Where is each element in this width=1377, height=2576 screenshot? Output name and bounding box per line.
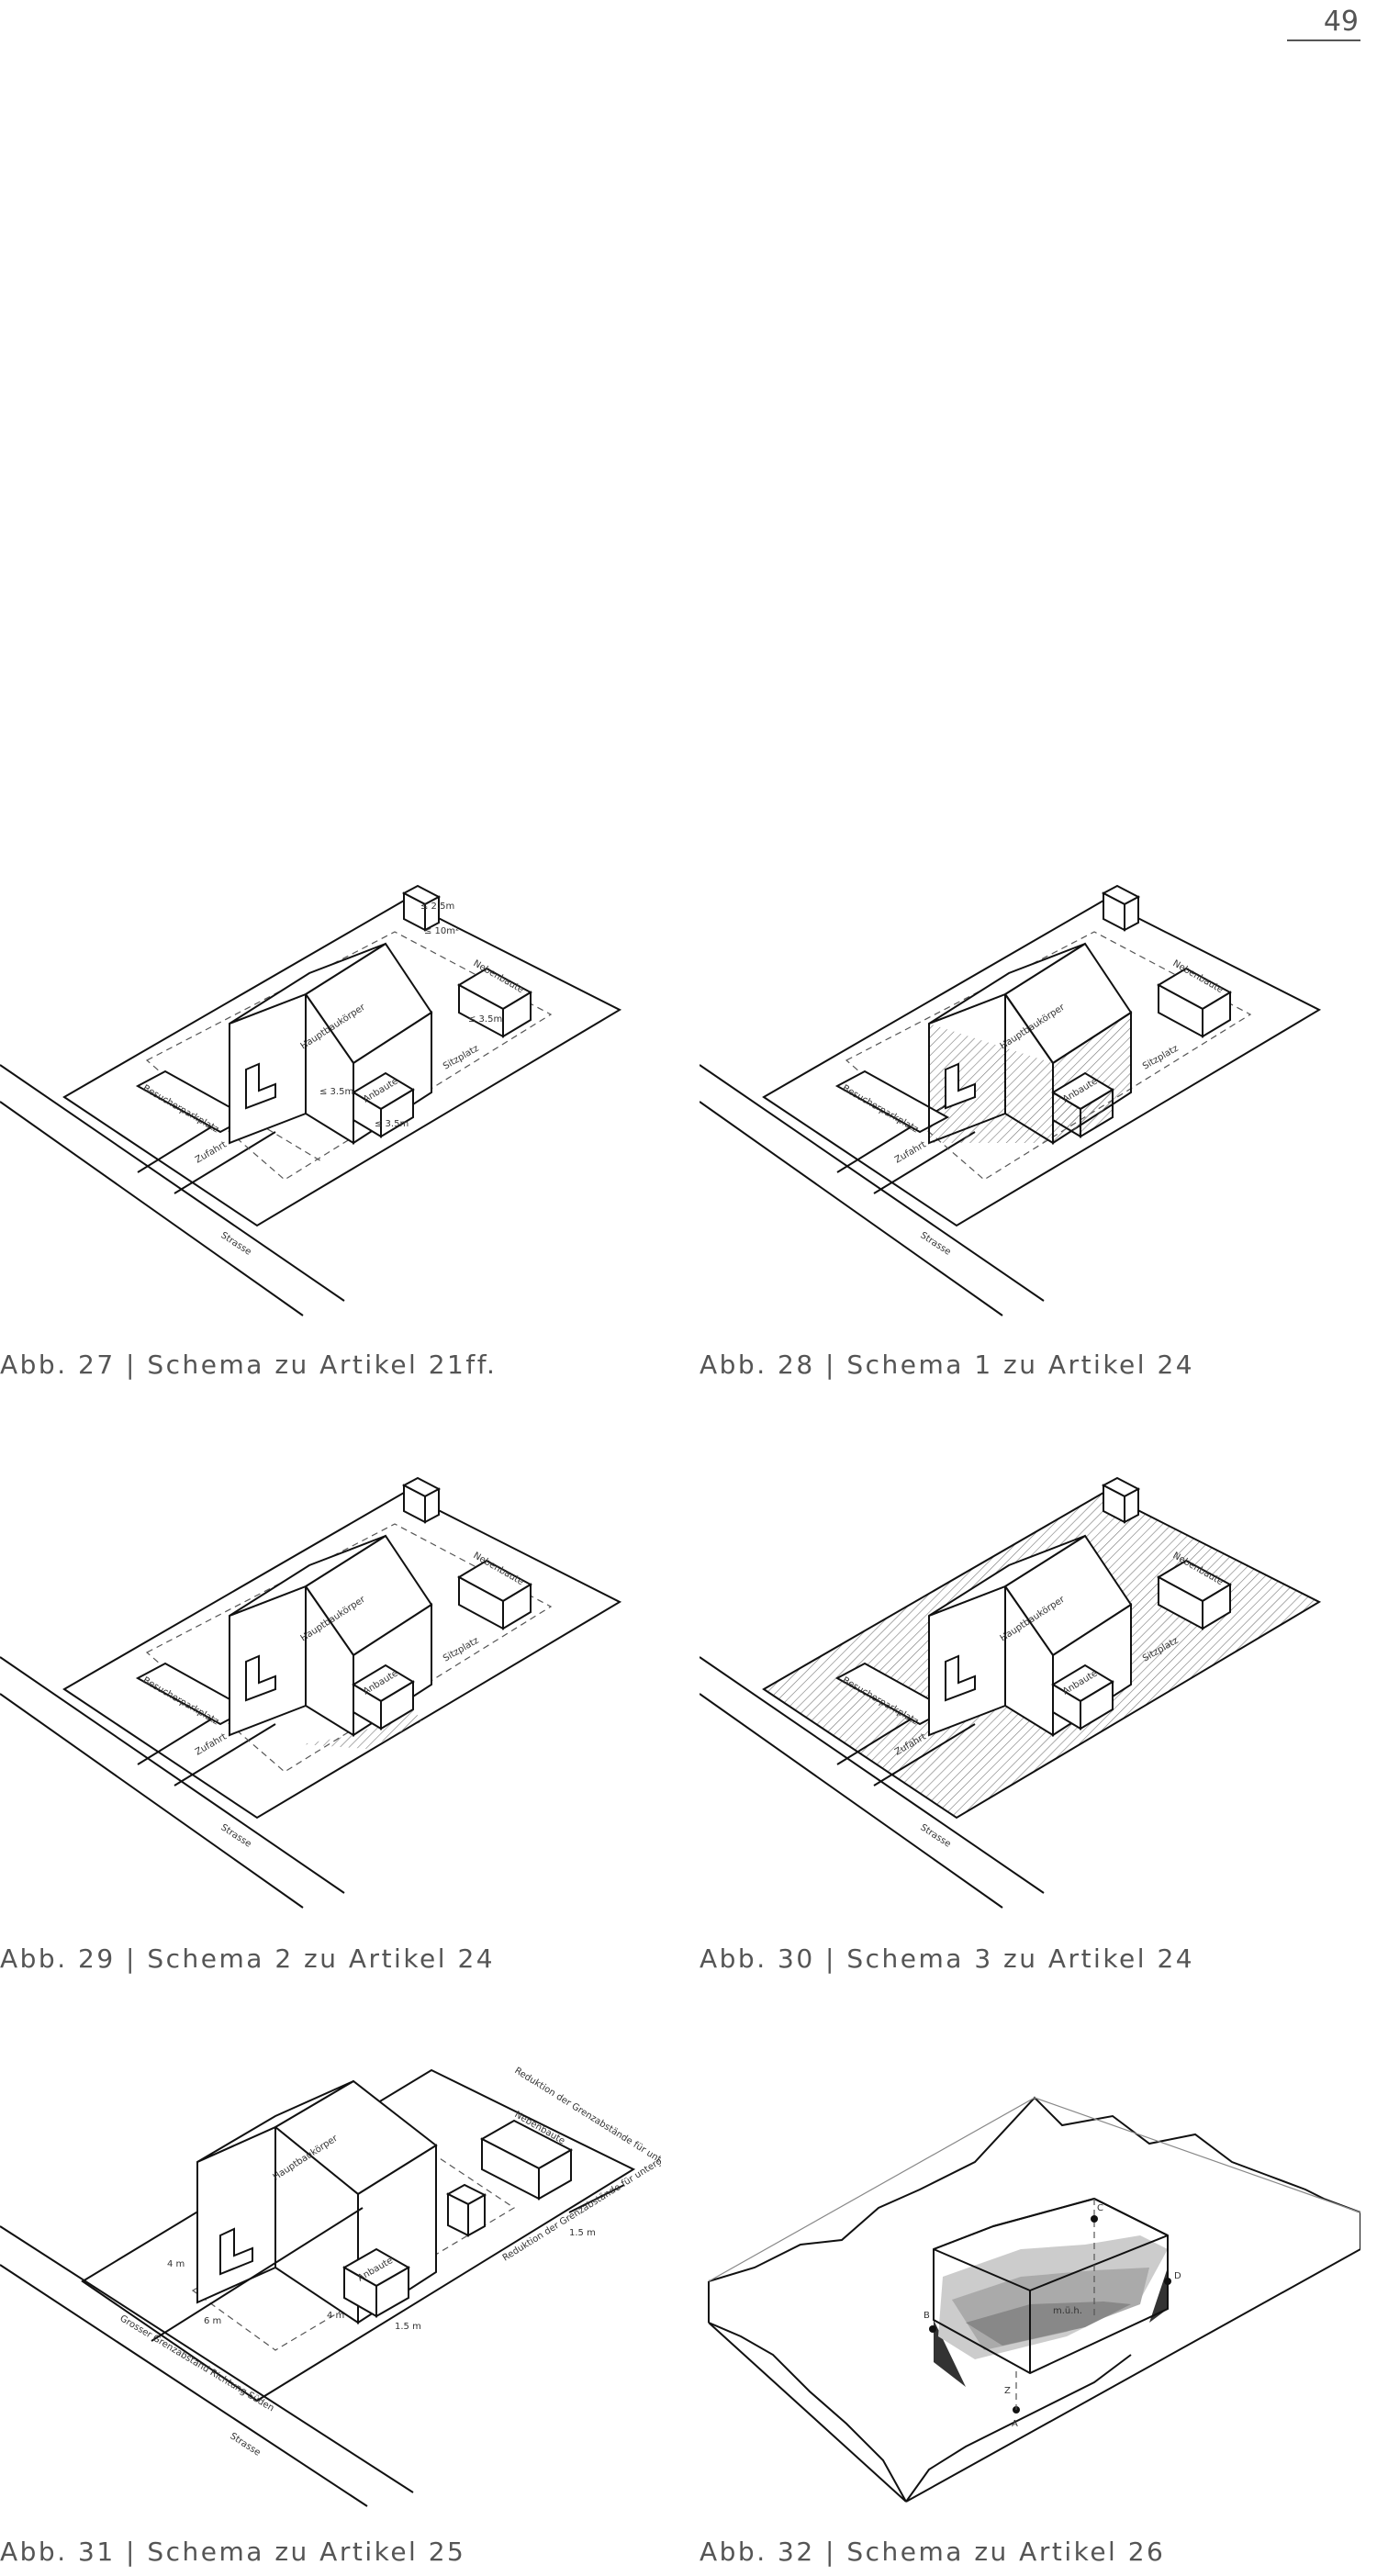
label-sitzplatz: Sitzplatz [442, 1636, 481, 1664]
label-dim-c: ≤ 3.5m [468, 1014, 502, 1025]
label-zufahrt: Zufahrt [194, 1731, 229, 1757]
figure-31: Hauptbaukörper Anbaute Nebenbaute Strass… [0, 2061, 661, 2548]
figure-27-drawing: Hauptbaukörper Anbaute Nebenbaute Sitzpl… [0, 884, 622, 1316]
label-point-d: D [1174, 2271, 1181, 2281]
figure-32: B C D A Z m.ü.h. [700, 2061, 1360, 2548]
label-zufahrt: Zufahrt [194, 1139, 229, 1165]
caption-figure-31: Abb. 31 | Schema zu Artikel 25 [0, 2537, 466, 2567]
figure-29: Hauptbaukörper Anbaute Nebenbaute Sitzpl… [0, 1469, 661, 1955]
caption-figure-30: Abb. 30 | Schema 3 zu Artikel 24 [700, 1943, 1195, 1974]
label-sitzplatz: Sitzplatz [1141, 1044, 1181, 1072]
label-point-a: A [1012, 2419, 1018, 2429]
figure-30-drawing: Hauptbaukörper Anbaute Nebenbaute Sitzpl… [700, 1476, 1322, 1909]
label-dim-e: ≤ 10m² [424, 926, 459, 936]
label-point-c: C [1097, 2203, 1103, 2213]
figure-27: Hauptbaukörper Anbaute Nebenbaute Sitzpl… [0, 877, 661, 1363]
label-dim-15m-b: 1.5 m [569, 2228, 596, 2238]
label-dim-4m-b: 4 m [327, 2311, 344, 2321]
label-dim-4m-a: 4 m [167, 2259, 185, 2269]
label-mean: m.ü.h. [1053, 2306, 1082, 2316]
label-point-b: B [924, 2311, 930, 2321]
figure-28-drawing: Hauptbaukörper Anbaute Nebenbaute Sitzpl… [700, 884, 1322, 1316]
figure-28: Hauptbaukörper Anbaute Nebenbaute Sitzpl… [700, 877, 1360, 1363]
label-dim-6m: 6 m [204, 2316, 221, 2326]
caption-figure-27: Abb. 27 | Schema zu Artikel 21ff. [0, 1350, 498, 1380]
label-zufahrt: Zufahrt [893, 1139, 928, 1165]
label-dim-b: ≤ 3.5m [375, 1119, 409, 1129]
label-grenzabstand: Grosser Grenzabstand Richtung Süden [118, 2313, 275, 2414]
label-dim-15m-a: 1.5 m [395, 2322, 421, 2332]
label-point-z: Z [1004, 2386, 1011, 2396]
figure-32-drawing: B C D A Z m.ü.h. [708, 2096, 1360, 2503]
figure-29-drawing: Hauptbaukörper Anbaute Nebenbaute Sitzpl… [0, 1476, 622, 1909]
figure-30: Hauptbaukörper Anbaute Nebenbaute Sitzpl… [700, 1469, 1360, 1955]
label-strasse: Strasse [228, 2431, 262, 2458]
label-dim-a: ≤ 3.5m [319, 1087, 353, 1097]
figure-31-drawing: Hauptbaukörper Anbaute Nebenbaute Strass… [0, 2066, 661, 2507]
label-sitzplatz: Sitzplatz [442, 1044, 481, 1072]
caption-figure-32: Abb. 32 | Schema zu Artikel 26 [700, 2537, 1166, 2567]
caption-figure-29: Abb. 29 | Schema 2 zu Artikel 24 [0, 1943, 496, 1974]
caption-figure-28: Abb. 28 | Schema 1 zu Artikel 24 [700, 1350, 1195, 1380]
label-dim-d: ≤ 2.5m [420, 902, 454, 912]
page-number: 49 [1286, 6, 1360, 41]
